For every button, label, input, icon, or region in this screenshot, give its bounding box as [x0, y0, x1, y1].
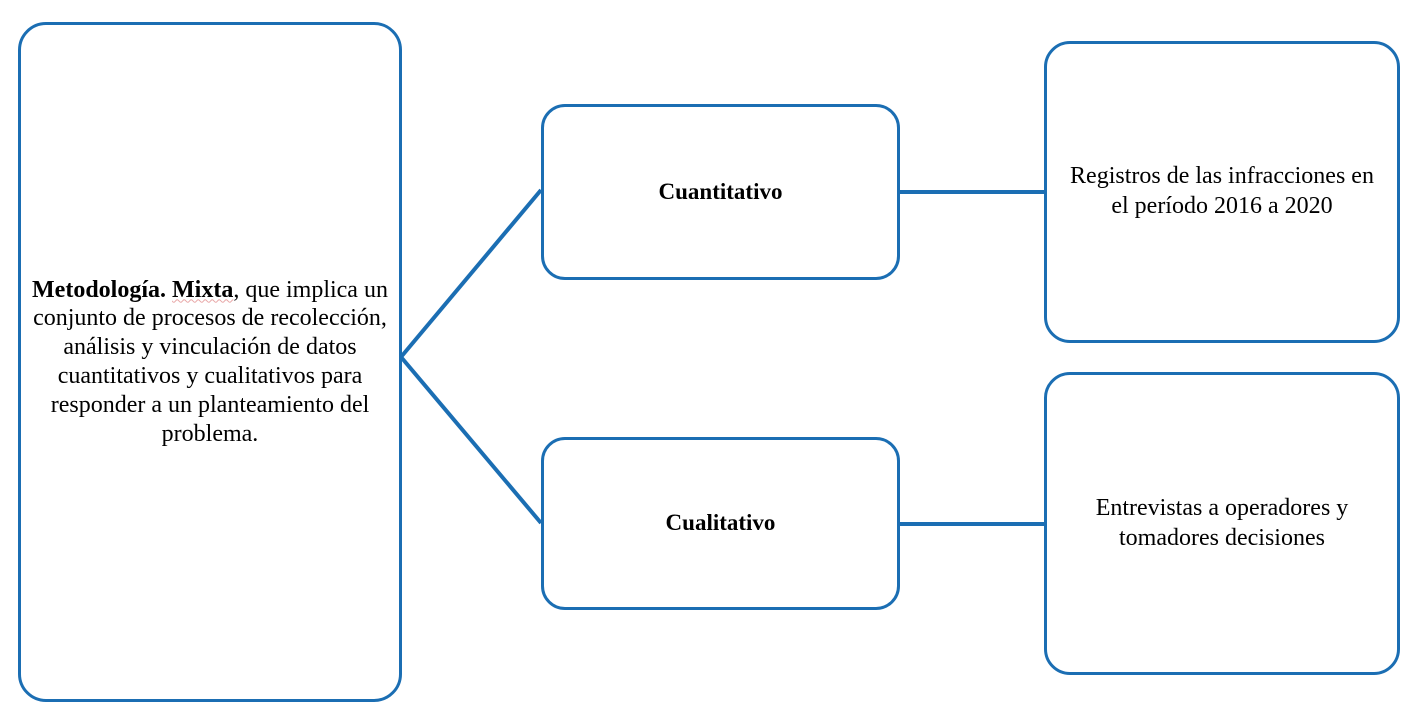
node-registros-label: Registros de las infracciones en el perí…	[1070, 163, 1374, 219]
connector-root-to-cuantitativo	[399, 188, 543, 359]
node-cuantitativo[interactable]: Cuantitativo	[541, 104, 900, 280]
node-methodology[interactable]: Metodología. Mixta, que implica un conju…	[18, 22, 402, 702]
node-cualitativo-label: Cualitativo	[665, 510, 776, 536]
connector-root-to-cualitativo	[399, 355, 543, 525]
node-registros[interactable]: Registros de las infracciones en el perí…	[1044, 41, 1400, 343]
node-methodology-label-bold: Metodología.	[32, 276, 173, 303]
node-methodology-label-flagged-word: Mixta	[172, 276, 234, 303]
node-cuantitativo-label: Cuantitativo	[658, 178, 783, 204]
node-methodology-label-rest: , que implica un conjunto de procesos de…	[33, 276, 388, 447]
node-methodology-label: Metodología. Mixta, que implica un conju…	[21, 276, 399, 449]
node-entrevistas[interactable]: Entrevistas a operadores y tomadores dec…	[1044, 372, 1400, 675]
node-cualitativo[interactable]: Cualitativo	[541, 437, 900, 610]
node-entrevistas-label: Entrevistas a operadores y tomadores dec…	[1095, 494, 1349, 551]
